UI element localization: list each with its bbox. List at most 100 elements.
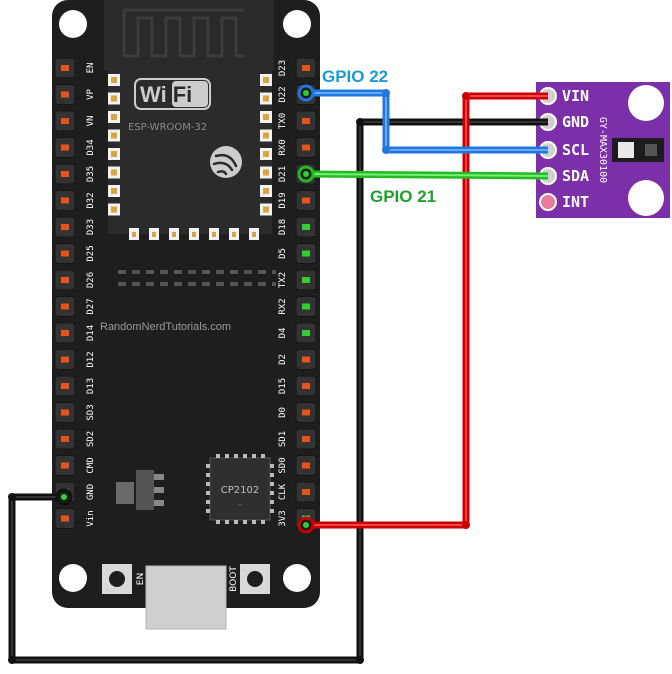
pin-led [61, 118, 69, 124]
pin-label-left: D25 [86, 245, 96, 261]
pin-label-left: D34 [86, 139, 96, 155]
pin-led [61, 197, 69, 204]
boot-button[interactable] [240, 564, 270, 594]
max30100-module: GY-MAX30100 VIN GND SCL SDA INT [536, 82, 670, 218]
pin-label-right: D0 [278, 407, 288, 418]
gnd-corner [8, 493, 16, 501]
usb-connector [145, 565, 227, 630]
pin-label-left: CMD [86, 457, 96, 473]
mount-hole-top-left [59, 10, 87, 38]
sensor-name: GY-MAX30100 [597, 117, 608, 183]
pin-led [61, 224, 69, 230]
pin-led [302, 224, 310, 230]
gnd-corner [8, 656, 16, 664]
pin-label-right: D4 [278, 328, 288, 339]
pin-label-right: SD0 [278, 457, 288, 473]
left-pin-header: ENVPVND34D35D32D33D25D26D27D14D12D13SD3S… [54, 57, 96, 529]
vcc-corner [462, 521, 470, 529]
pad-rows [118, 270, 276, 286]
sensor-pin-label: SDA [562, 167, 589, 185]
pin-label-right: RX2 [278, 298, 288, 314]
pin-led [302, 489, 310, 495]
gnd-junction [356, 118, 364, 126]
mount-hole-bottom-left [59, 564, 87, 592]
pin-led [61, 436, 69, 442]
vcc-junction [462, 92, 470, 100]
pin-led [302, 303, 310, 310]
pin-led [302, 65, 310, 71]
pin-label-left: SD3 [86, 404, 96, 420]
vcc-wire-highlight [306, 95, 548, 526]
pin-led [302, 118, 310, 124]
mount-hole-bottom-right [283, 564, 311, 592]
sensor-pin-label: SCL [562, 141, 589, 159]
usb-uart-chip: CP2102 - [206, 454, 274, 524]
antenna-area [104, 0, 274, 70]
scl-wire-highlight [306, 92, 548, 151]
pin-led [61, 277, 69, 283]
pin-label-left: Vin [86, 510, 96, 526]
pin-led [302, 277, 310, 283]
sensor-pin-pad [539, 193, 557, 211]
sda-wire-highlight [305, 173, 549, 177]
voltage-regulator [116, 470, 164, 510]
sensor-pin-label: INT [562, 193, 589, 211]
pin-label-left: D13 [86, 378, 96, 394]
pin-label-right: SD1 [278, 431, 288, 447]
pin-label-right: D23 [278, 60, 288, 76]
pin-label-left: D32 [86, 192, 96, 208]
pin-label-left: D27 [86, 298, 96, 314]
pin-led [61, 356, 69, 363]
pin-label-left: D14 [86, 325, 96, 341]
pin-label-left: SD2 [86, 431, 96, 447]
gnd-wire-highlight [11, 121, 548, 661]
en-button-label: EN [136, 573, 146, 585]
pin-label-right: D15 [278, 378, 288, 394]
scl-corner [382, 146, 390, 154]
pin-led [61, 330, 69, 336]
pin-label-left: D12 [86, 351, 96, 367]
pin-led [302, 383, 310, 389]
sensor-pin-label: VIN [562, 87, 589, 105]
pin-led [61, 515, 69, 522]
chip-label: CP2102 [221, 485, 259, 496]
gpio21-label: GPIO 21 [370, 187, 436, 206]
pin-led [61, 462, 69, 469]
pin-label-left: D35 [86, 166, 96, 182]
pin-led [302, 356, 310, 363]
pin-label-right: CLK [278, 483, 288, 500]
pin-led [302, 436, 310, 442]
en-button[interactable] [102, 564, 132, 594]
pin-label-left: D26 [86, 272, 96, 288]
pin-led [302, 462, 310, 469]
pin-label-right: D21 [278, 166, 288, 182]
pin-led [61, 303, 69, 310]
pin-led [302, 250, 310, 257]
pin-led [302, 409, 310, 416]
sensor-mount-hole-bottom [628, 180, 664, 216]
pin-led [61, 250, 69, 257]
pin-label-right: RX0 [278, 139, 288, 155]
pin-label-right: D2 [278, 354, 288, 365]
pin-label-right: 3V3 [278, 510, 288, 526]
gnd-corner [356, 656, 364, 664]
espressif-logo-icon [210, 146, 242, 178]
pin-led [302, 197, 310, 204]
pin-label-right: D5 [278, 248, 288, 259]
chip-mark: - [239, 500, 242, 509]
sensor-mount-hole-top [628, 85, 664, 121]
website-text: RandomNerdTutorials.com [100, 321, 231, 333]
sensor-pin-label: GND [562, 113, 589, 131]
pin-label-left: EN [86, 63, 96, 74]
pin-led [61, 65, 69, 71]
pin-label-right: D19 [278, 192, 288, 208]
pin-label-right: TX0 [278, 113, 288, 129]
gpio22-label: GPIO 22 [322, 67, 388, 86]
pin-led [61, 171, 69, 177]
pin-led [61, 144, 69, 151]
pin-label-right: D18 [278, 219, 288, 235]
pin-label-left: VP [86, 89, 96, 100]
